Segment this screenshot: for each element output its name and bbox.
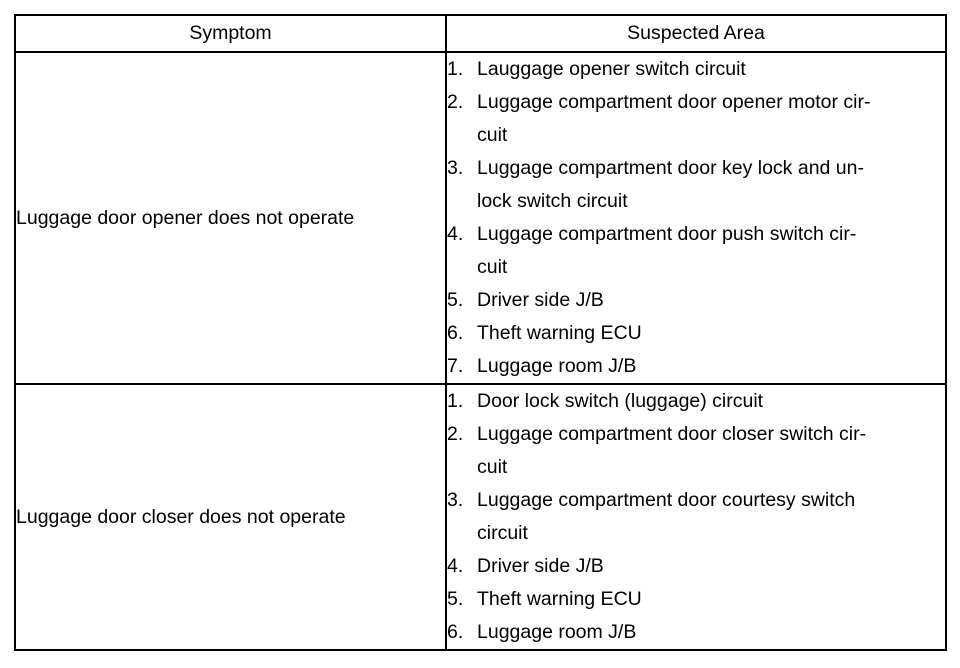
suspected-area-item: 3. Luggage compartment door courtesy swit… <box>447 484 945 517</box>
suspected-area-item: cuit <box>447 251 945 284</box>
suspected-area-item: 3. Luggage compartment door key lock and … <box>447 152 945 185</box>
item-number: 1. <box>447 58 464 80</box>
item-number: 4. <box>447 223 464 245</box>
item-number <box>447 451 477 484</box>
suspected-area-item: 2. Luggage compartment door opener motor … <box>447 86 945 119</box>
item-text: Theft warning ECU <box>477 588 642 610</box>
symptom-cell: Luggage door opener does not operate <box>14 51 447 385</box>
suspected-area-cell: 1. Lauggage opener switch circuit 2. Luggag… <box>445 51 947 385</box>
item-number: 3. <box>447 157 464 179</box>
item-number: 4. <box>447 555 464 577</box>
item-number <box>447 517 477 550</box>
item-number: 2. <box>447 423 464 445</box>
item-text: cuit <box>477 124 508 146</box>
item-number: 6. <box>447 322 464 344</box>
suspected-area-item: 7. Luggage room J/B <box>447 350 945 383</box>
suspected-area-item: 1. Door lock switch (luggage) circuit <box>447 385 945 418</box>
symptom-table: Symptom Suspected Area Luggage door open… <box>14 14 947 651</box>
header-symptom: Symptom <box>14 14 447 53</box>
suspected-area-item: 5. Driver side J/B <box>447 284 945 317</box>
suspected-area-item: 5. Theft warning ECU <box>447 583 945 616</box>
item-text: Lauggage opener switch circuit <box>477 58 746 80</box>
item-text: Driver side J/B <box>477 289 604 311</box>
item-number: 6. <box>447 621 464 643</box>
suspected-area-item: cuit <box>447 451 945 484</box>
item-number: 3. <box>447 489 464 511</box>
item-text: Door lock switch (luggage) circuit <box>477 390 764 412</box>
item-text: Theft warning ECU <box>477 322 642 344</box>
item-text: circuit <box>477 522 528 544</box>
header-suspected-area: Suspected Area <box>445 14 947 53</box>
item-number: 5. <box>447 588 464 610</box>
item-text: lock switch circuit <box>477 190 628 212</box>
table-header-row: Symptom Suspected Area <box>14 14 947 53</box>
suspected-area-list: 1. Door lock switch (luggage) circuit 2. Lu… <box>447 385 945 649</box>
item-text: Luggage compartment door opener motor ci… <box>477 91 871 113</box>
symptom-cell: Luggage door closer does not operate <box>14 383 447 651</box>
item-text: cuit <box>477 256 508 278</box>
item-text: Luggage compartment door push switch cir… <box>477 223 857 245</box>
item-number <box>447 251 477 284</box>
item-number: 2. <box>447 91 464 113</box>
suspected-area-item: 6. Theft warning ECU <box>447 317 945 350</box>
item-text: Luggage compartment door courtesy switch <box>477 489 856 511</box>
item-text: Luggage compartment door key lock and un… <box>477 157 864 179</box>
suspected-area-item: 6. Luggage room J/B <box>447 616 945 649</box>
item-text: Luggage room J/B <box>477 621 637 643</box>
suspected-area-cell: 1. Door lock switch (luggage) circuit 2. Lu… <box>445 383 947 651</box>
suspected-area-item: lock switch circuit <box>447 185 945 218</box>
item-text: cuit <box>477 456 508 478</box>
suspected-area-item: 2. Luggage compartment door closer switch… <box>447 418 945 451</box>
item-number: 7. <box>447 355 464 377</box>
item-text: Luggage room J/B <box>477 355 637 377</box>
item-number: 5. <box>447 289 464 311</box>
item-number <box>447 185 477 218</box>
suspected-area-item: 1. Lauggage opener switch circuit <box>447 53 945 86</box>
suspected-area-item: 4. Luggage compartment door push switch c… <box>447 218 945 251</box>
suspected-area-item: circuit <box>447 517 945 550</box>
suspected-area-item: cuit <box>447 119 945 152</box>
item-number <box>447 119 477 152</box>
suspected-area-item: 4. Driver side J/B <box>447 550 945 583</box>
item-text: Luggage compartment door closer switch c… <box>477 423 867 445</box>
suspected-area-list: 1. Lauggage opener switch circuit 2. Luggag… <box>447 53 945 383</box>
item-number: 1. <box>447 390 464 412</box>
item-text: Driver side J/B <box>477 555 604 577</box>
